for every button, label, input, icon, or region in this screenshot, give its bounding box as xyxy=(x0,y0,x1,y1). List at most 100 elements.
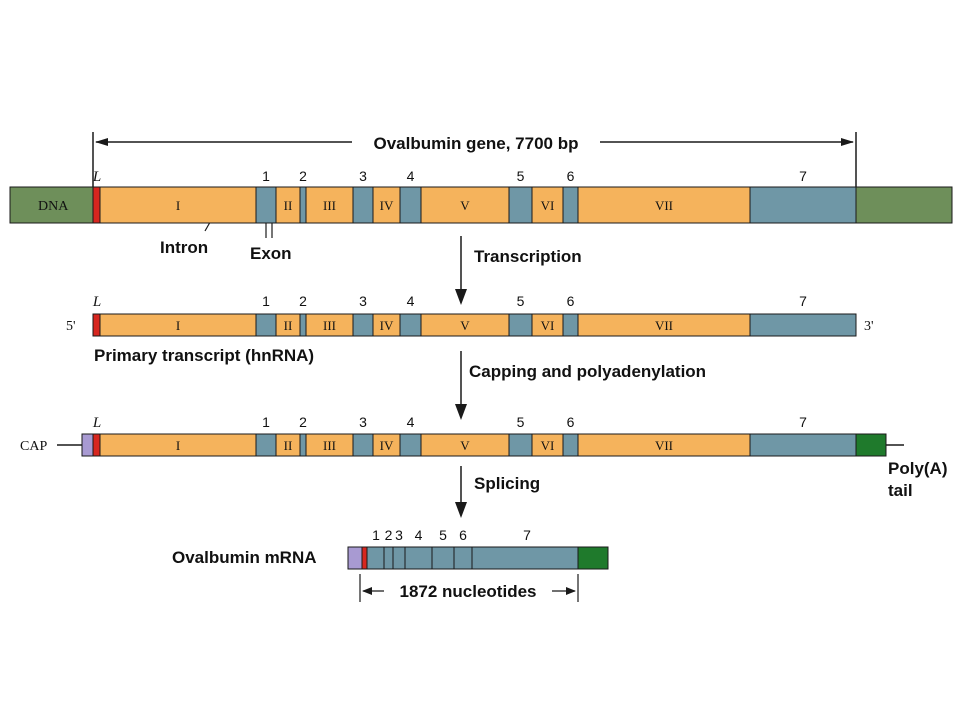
leader-label-row2: L xyxy=(92,294,101,310)
exon-4-row1 xyxy=(399,186,422,224)
leader-exon-row2 xyxy=(92,313,101,337)
dna-label: DNA xyxy=(38,199,69,214)
exon-number-1-row1: 1 xyxy=(262,168,270,184)
intron-numeral-5-row3: V xyxy=(460,438,470,453)
intron-numeral-4-row3: IV xyxy=(380,438,394,453)
intron-numeral-4-row2: IV xyxy=(380,318,394,333)
mrna-exon-number-5: 5 xyxy=(439,527,447,543)
cap-block xyxy=(81,433,95,457)
mrna-exon-number-2: 2 xyxy=(385,527,393,543)
three-prime-label: 3' xyxy=(864,319,874,334)
intron-numeral-1-row1: I xyxy=(176,198,180,213)
intron-numeral-1-row3: I xyxy=(176,438,180,453)
exon-number-3-row3: 3 xyxy=(359,414,367,430)
exon-number-6-row3: 6 xyxy=(567,414,575,430)
exon-5-row1 xyxy=(508,186,533,224)
nucleotides-label: 1872 nucleotides xyxy=(399,582,536,601)
intron-numeral-1-row2: I xyxy=(176,318,180,333)
mrna-polya-block xyxy=(577,546,609,570)
exon-number-7-row1: 7 xyxy=(799,168,807,184)
exon-number-3-row2: 3 xyxy=(359,293,367,309)
polya-label-1: Poly(A) xyxy=(888,459,948,478)
mrna-row: Ovalbumin mRNA 1872 nucleotides xyxy=(172,546,609,602)
intron-3-row1 xyxy=(305,186,354,224)
intron-numeral-6-row2: VI xyxy=(541,318,555,333)
leader-label-row1: L xyxy=(92,169,101,185)
intron-numeral-3-row2: III xyxy=(323,318,336,333)
exon-number-2-row1: 2 xyxy=(299,168,307,184)
gene-title: Ovalbumin gene, 7700 bp xyxy=(373,134,578,153)
leader-exon-row1 xyxy=(92,186,101,224)
intron-numeral-3-row1: III xyxy=(323,198,336,213)
exon-3-row2 xyxy=(352,313,374,337)
exon-1-row1 xyxy=(255,186,277,224)
intron-6-row1 xyxy=(531,186,564,224)
polya-label-2: tail xyxy=(888,481,913,500)
exon-number-7-row2: 7 xyxy=(799,293,807,309)
mrna-exon-number-6: 6 xyxy=(459,527,467,543)
intron-1-row1 xyxy=(99,186,257,224)
intron-numeral-5-row1: V xyxy=(460,198,470,213)
mrna-leader-block xyxy=(361,546,368,570)
intron-numeral-2-row1: II xyxy=(284,198,293,213)
leader-exon-row3 xyxy=(92,433,101,457)
intron-5-row1 xyxy=(420,186,510,224)
capping-label: Capping and polyadenylation xyxy=(469,362,706,381)
exon-number-1-row3: 1 xyxy=(262,414,270,430)
exon-4-row3 xyxy=(399,433,422,457)
mrna-label: Ovalbumin mRNA xyxy=(172,548,317,567)
cap-label: CAP xyxy=(20,439,47,454)
primary-transcript-label: Primary transcript (hnRNA) xyxy=(94,346,314,365)
intron-2-row1 xyxy=(275,186,301,224)
intron-7-row1 xyxy=(577,186,751,224)
mrna-exon-number-4: 4 xyxy=(415,527,423,543)
capping-step: Capping and polyadenylation xyxy=(455,351,706,420)
exon-2-row2 xyxy=(299,313,307,337)
exon-number-4-row1: 4 xyxy=(407,168,415,184)
intron-numeral-5-row2: V xyxy=(460,318,470,333)
gene-length-indicator: Ovalbumin gene, 7700 bp xyxy=(92,132,857,187)
transcription-step: Transcription xyxy=(455,236,582,305)
exon-7-row3 xyxy=(749,433,857,457)
exon-number-4-row2: 4 xyxy=(407,293,415,309)
exon-7-row2 xyxy=(749,313,857,337)
exon-number-2-row3: 2 xyxy=(299,414,307,430)
intron-numeral-6-row1: VI xyxy=(541,198,555,213)
exon-3-row3 xyxy=(352,433,374,457)
exon-number-3-row1: 3 xyxy=(359,168,367,184)
exon-5-row2 xyxy=(508,313,533,337)
intron-numeral-3-row3: III xyxy=(323,438,336,453)
exon-number-4-row3: 4 xyxy=(407,414,415,430)
exon-6-row1 xyxy=(562,186,579,224)
exon-1-row2 xyxy=(255,313,277,337)
intron-numeral-7-row1: VII xyxy=(655,198,673,213)
exon-2-row3 xyxy=(299,433,307,457)
mrna-exon-number-3: 3 xyxy=(395,527,403,543)
exon-1-row3 xyxy=(255,433,277,457)
splicing-label: Splicing xyxy=(474,474,540,493)
exon-number-7-row3: 7 xyxy=(799,414,807,430)
leader-label-row3: L xyxy=(92,415,101,431)
mrna-exon-number-1: 1 xyxy=(372,527,380,543)
exon-number-2-row2: 2 xyxy=(299,293,307,309)
exon-6-row2 xyxy=(562,313,579,337)
five-prime-label: 5' xyxy=(66,319,76,334)
intron-numeral-2-row3: II xyxy=(284,438,293,453)
exon-number-5-row2: 5 xyxy=(517,293,525,309)
exon-number-1-row2: 1 xyxy=(262,293,270,309)
mrna-exon-number-7: 7 xyxy=(523,527,531,543)
exon-5-row3 xyxy=(508,433,533,457)
splicing-step: Splicing xyxy=(455,466,540,518)
mrna-cap-block xyxy=(347,546,363,570)
exon-label: Exon xyxy=(250,244,292,263)
exon-4-row2 xyxy=(399,313,422,337)
intron-exon-callouts: Intron Exon xyxy=(160,195,292,263)
cap-and-tail: CAP Poly(A) tail xyxy=(20,433,948,500)
intron-numeral-7-row3: VII xyxy=(655,438,673,453)
exon-6-row3 xyxy=(562,433,579,457)
exon-number-5-row1: 5 xyxy=(517,168,525,184)
intron-numeral-4-row1: IV xyxy=(380,198,394,213)
intron-numeral-7-row2: VII xyxy=(655,318,673,333)
